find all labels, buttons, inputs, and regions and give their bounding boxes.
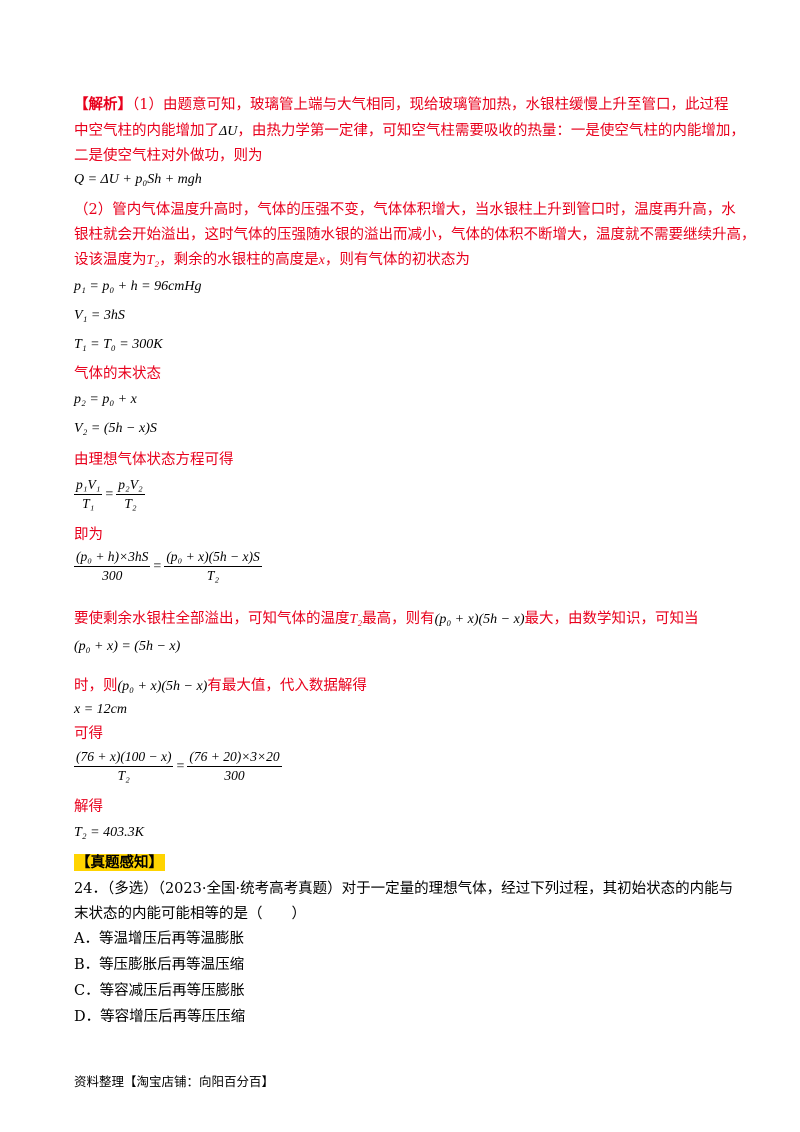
obtain-label: 可得 bbox=[74, 726, 103, 742]
real-exam-tag: 【真题感知】 bbox=[74, 854, 165, 871]
equation-v1: V₁ = 3hS bbox=[74, 308, 125, 323]
question-line-2: 末状态的内能可能相等的是（ ） bbox=[74, 906, 306, 922]
analysis-paragraph-2-line-1: （2）管内气体温度升高时，气体的压强不变，气体体积增大，当水银柱上升到管口时，温… bbox=[74, 202, 736, 218]
equation-p1: p₁ = p₀ + h = 96cmHg bbox=[74, 279, 202, 294]
option-d: D．等容增压后再等压压缩 bbox=[74, 1009, 246, 1025]
equation-condition: (p₀ + x) = (5h − x) bbox=[74, 639, 181, 654]
analysis-paragraph-2-line-2: 银柱就会开始溢出，这时气体的压强随水银的溢出而减小，气体的体积不断增大，温度就不… bbox=[74, 227, 756, 243]
equation-q: Q = ΔU + p₀Sh + mgh bbox=[74, 172, 202, 187]
namely-label: 即为 bbox=[74, 527, 103, 543]
maximum-condition-line: 要使剩余水银柱全部溢出，可知气体的温度T₂最高，则有(p₀ + x)(5h − … bbox=[74, 611, 699, 627]
equation-p2: p₂ = p₀ + x bbox=[74, 392, 137, 407]
fraction-left: (76 + x)(100 − x)T₂ bbox=[74, 749, 174, 783]
option-a: A．等温增压后再等温膨胀 bbox=[74, 931, 244, 947]
analysis-paragraph-1-line-2: 中空气柱的内能增加了ΔU，由热力学第一定律，可知空气柱需要吸收的热量：一是使空气… bbox=[74, 123, 745, 139]
section-tag: 【真题感知】 bbox=[74, 853, 165, 873]
question-line-1: 24．（多选）（2023·全国·统考高考真题）对于一定量的理想气体，经过下列过程… bbox=[74, 881, 734, 897]
final-state-label: 气体的末状态 bbox=[74, 366, 161, 382]
equation-t1: T₁ = T₀ = 300K bbox=[74, 337, 163, 352]
analysis-tag: 【解析】 bbox=[74, 96, 132, 113]
maximum-value-line: 时，则(p₀ + x)(5h − x)有最大值，代入数据解得 bbox=[74, 678, 367, 694]
equation-v2: V₂ = (5h − x)S bbox=[74, 421, 157, 436]
solve-label: 解得 bbox=[74, 799, 103, 815]
analysis-paragraph-2-line-3: 设该温度为T₂，剩余的水银柱的高度是x，则有气体的初状态为 bbox=[74, 252, 470, 268]
option-b: B．等压膨胀后再等温压缩 bbox=[74, 957, 245, 973]
equation-x: x = 12cm bbox=[74, 702, 127, 717]
footer-source: 资料整理【淘宝店铺：向阳百分百】 bbox=[74, 1074, 275, 1089]
option-c: C．等容减压后再等压膨胀 bbox=[74, 983, 245, 999]
equation-t2: T₂ = 403.3K bbox=[74, 825, 144, 840]
analysis-paragraph-1-line-3: 二是使空气柱对外做功，则为 bbox=[74, 148, 263, 164]
delta-u-symbol: ΔU bbox=[219, 124, 238, 139]
ideal-gas-label: 由理想气体状态方程可得 bbox=[74, 452, 234, 468]
analysis-paragraph-1-line-1: 【解析】（1）由题意可知，玻璃管上端与大气相同，现给玻璃管加热，水银柱缓慢上升至… bbox=[74, 96, 729, 113]
